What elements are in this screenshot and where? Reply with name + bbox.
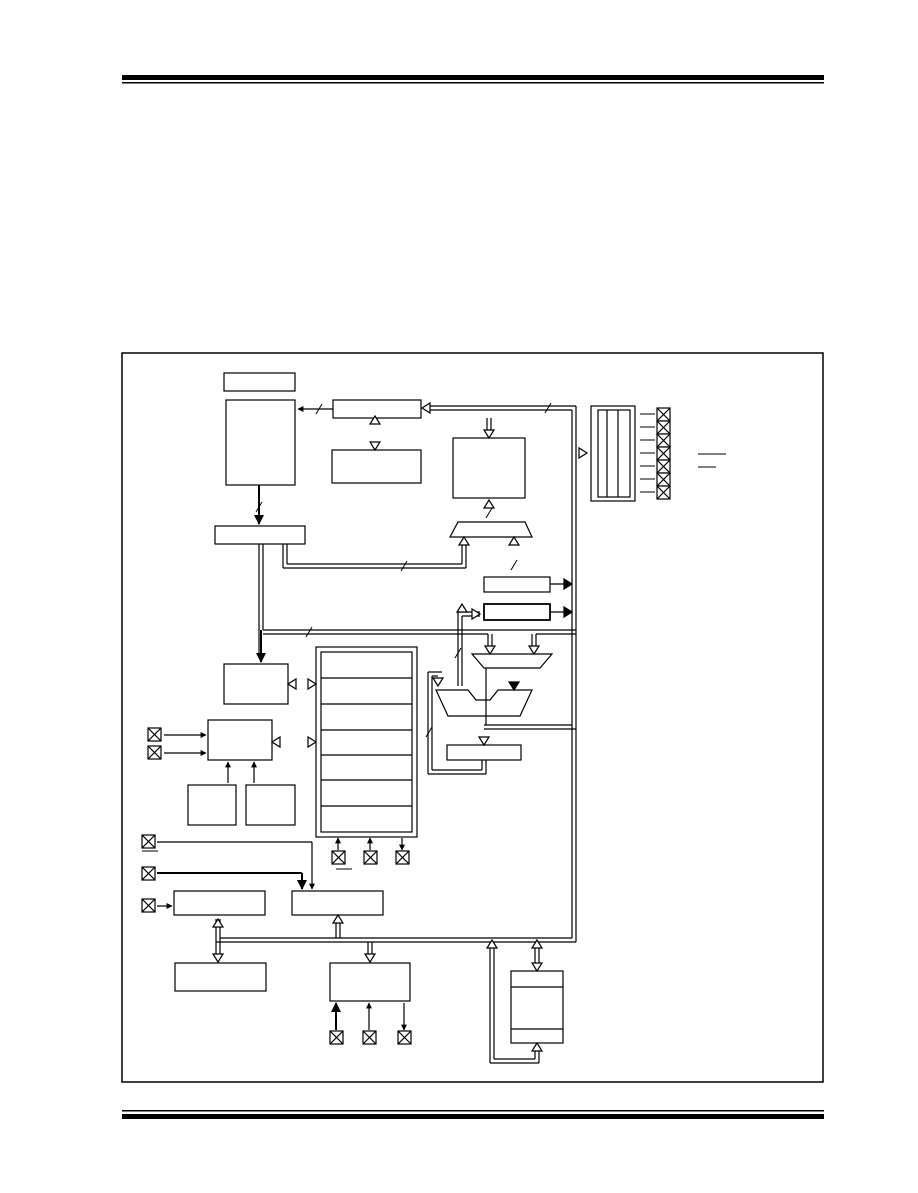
pin-port-1 xyxy=(656,407,671,422)
pin-port-3 xyxy=(656,433,671,448)
timer-right-block xyxy=(245,784,296,826)
bus-width-slashes xyxy=(255,402,552,738)
pin-osc-2 xyxy=(147,745,162,760)
pin-bottom-2 xyxy=(362,1030,377,1045)
alu-shape xyxy=(435,689,533,717)
program-memory-title-box xyxy=(223,372,296,392)
address-mux-shape xyxy=(449,521,533,538)
alu-and-mux xyxy=(435,521,554,717)
peripheral-center-block xyxy=(291,890,384,916)
port-pin-arrows xyxy=(142,413,726,870)
mux-shape xyxy=(470,653,554,669)
register-a-block xyxy=(483,576,551,593)
port-block xyxy=(590,405,636,502)
pin-osc-1 xyxy=(147,727,162,742)
peripheral-bottom-left-block xyxy=(174,962,267,992)
header-rule xyxy=(122,75,824,84)
pins xyxy=(141,407,671,1045)
instruction-decode-block xyxy=(223,663,289,705)
register-file xyxy=(315,646,418,838)
stack-block xyxy=(331,449,422,484)
pin-left-2 xyxy=(141,866,156,881)
pin-reg-3 xyxy=(395,850,410,865)
register-b-block xyxy=(483,603,551,621)
pin-reg-2 xyxy=(363,850,378,865)
bus-arrowheads xyxy=(211,401,589,1052)
pin-reg-1 xyxy=(331,850,346,865)
program-counter-block xyxy=(332,399,422,419)
pin-left-3 xyxy=(141,898,156,913)
pin-port-7 xyxy=(656,485,671,500)
pin-mclr xyxy=(141,834,156,849)
pin-port-6 xyxy=(656,472,671,487)
peripheral-left-block xyxy=(173,890,266,916)
w-register-block xyxy=(446,744,522,761)
buses xyxy=(215,405,577,1064)
pin-port-2 xyxy=(656,420,671,435)
timing-generation-block xyxy=(207,719,273,761)
pin-port-5 xyxy=(656,459,671,474)
signals xyxy=(157,406,572,1031)
ram-block xyxy=(452,437,526,499)
timer-left-block xyxy=(187,784,237,826)
pin-bottom-1 xyxy=(329,1030,344,1045)
program-memory-block xyxy=(225,399,296,486)
footer-rule xyxy=(122,1110,824,1119)
figure-frame xyxy=(121,352,824,1083)
pin-port-4 xyxy=(656,446,671,461)
pin-bottom-3 xyxy=(397,1030,412,1045)
peripheral-bottom-center-block xyxy=(329,962,411,1002)
eeprom-block xyxy=(510,970,564,1044)
instruction-register-block xyxy=(214,525,306,545)
